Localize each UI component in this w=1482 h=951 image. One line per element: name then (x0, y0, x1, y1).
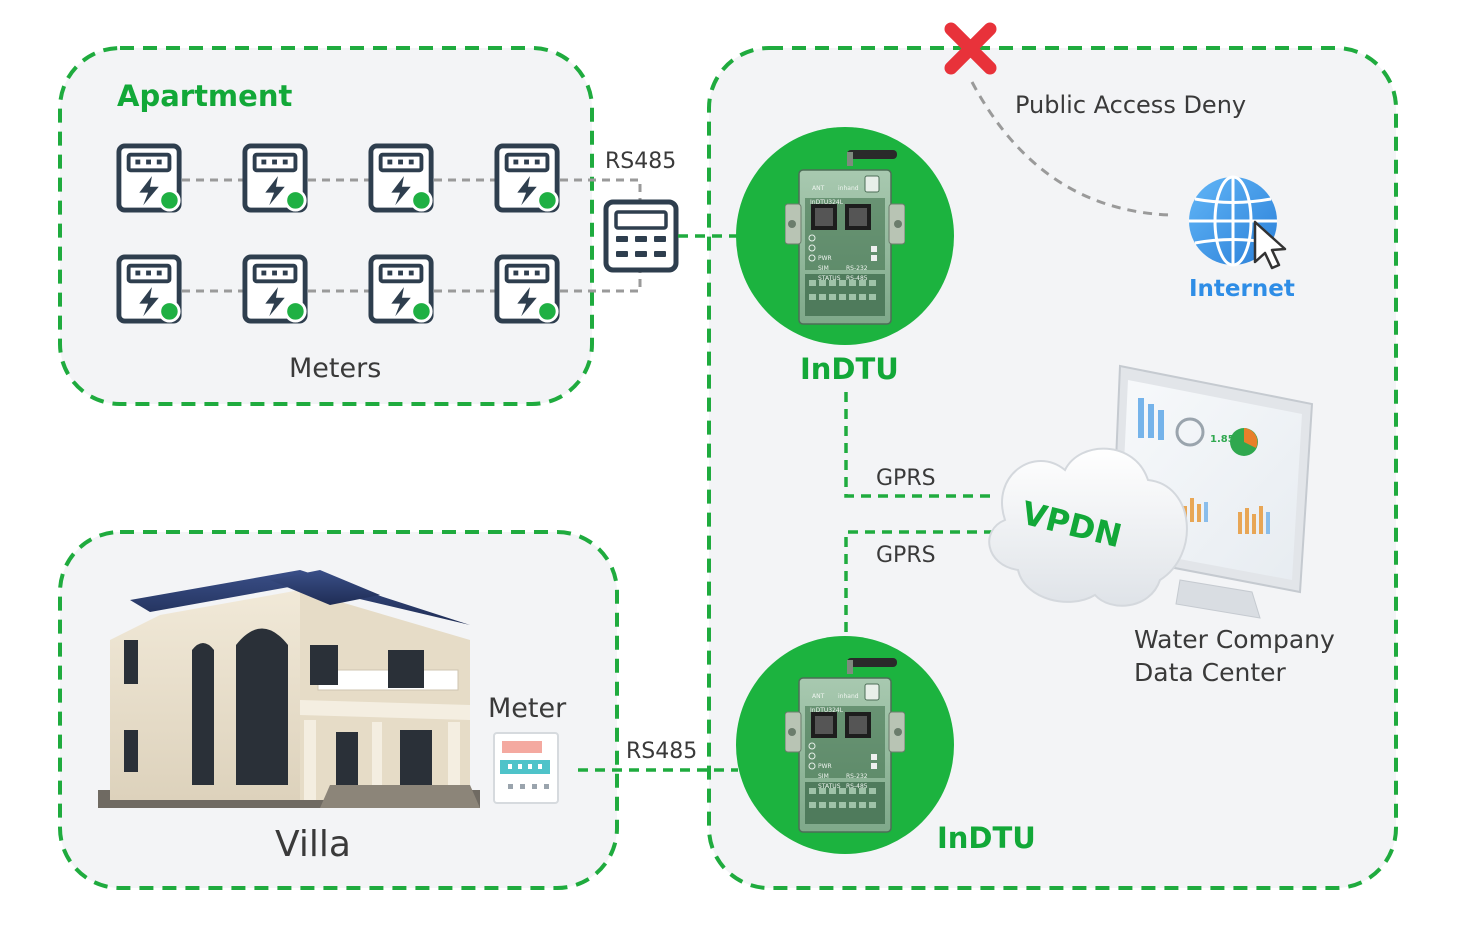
datacenter-line2: Data Center (1134, 658, 1287, 687)
datacenter-line1: Water Company (1134, 625, 1335, 654)
meter-chain (182, 178, 642, 293)
meter-icon (497, 257, 557, 321)
vpdn-cloud-icon (988, 447, 1188, 607)
gprs-top-label: GPRS (876, 466, 936, 491)
svg-text:STATUS: STATUS (818, 783, 841, 790)
public-access-path (970, 81, 1171, 217)
svg-text:inhand: inhand (838, 693, 859, 700)
villa-label: Villa (275, 824, 351, 865)
apartment-zone (58, 46, 594, 406)
svg-text:InDTU324L: InDTU324L (810, 199, 844, 206)
svg-text:RS-485: RS-485 (846, 783, 868, 790)
rs485-bottom-label: RS485 (626, 739, 697, 764)
svg-text:ANT: ANT (812, 693, 825, 700)
meter-icon (371, 146, 431, 210)
svg-text:1.85: 1.85 (1210, 434, 1235, 445)
svg-text:PWR: PWR (818, 763, 832, 770)
villa-meter-icon (493, 732, 559, 804)
villa-house-illustration (98, 570, 480, 808)
deny-x-icon (944, 22, 997, 75)
dtu-device-icon (785, 657, 905, 833)
gprs-bottom-label: GPRS (876, 543, 936, 568)
svg-text:InDTU324L: InDTU324L (810, 707, 844, 714)
dtu-top-label: InDTU (800, 352, 899, 386)
meter-icon (119, 257, 179, 321)
dtu-top (736, 127, 954, 345)
meter-icon (245, 146, 305, 210)
svg-text:STATUS: STATUS (818, 275, 841, 282)
cursor-icon (1253, 220, 1287, 270)
rs485-top-label: RS485 (605, 149, 676, 174)
meter-icon (497, 146, 557, 210)
dtu-bottom (736, 636, 954, 854)
apartment-title: Apartment (117, 79, 292, 113)
villa-meter-label: Meter (488, 693, 567, 724)
internet-label: Internet (1189, 276, 1295, 302)
meters-label: Meters (289, 353, 381, 384)
internet-globe-icon (1189, 175, 1287, 270)
svg-text:inhand: inhand (838, 185, 859, 192)
dtu-top-panel-labels: ANT InDTU324L PWR SIM STATUS RS-232 RS-4… (810, 185, 868, 282)
dtu-bottom-panel-labels: ANT InDTU324L PWR SIM STATUS RS-232 RS-4… (810, 693, 868, 790)
public-access-deny-label: Public Access Deny (1015, 91, 1246, 119)
svg-text:ANT: ANT (812, 185, 825, 192)
meter-icon (371, 257, 431, 321)
dtu-device-icon (785, 149, 905, 325)
svg-text:RS-485: RS-485 (846, 275, 868, 282)
svg-text:SIM: SIM (818, 265, 829, 272)
dtu-bottom-label: InDTU (937, 821, 1036, 855)
meter-icon (245, 257, 305, 321)
svg-text:RS-232: RS-232 (846, 265, 868, 272)
svg-text:SIM: SIM (818, 773, 829, 780)
svg-text:RS-232: RS-232 (846, 773, 868, 780)
green-links (578, 234, 995, 772)
concentrator-icon (603, 199, 679, 273)
meter-icon (119, 146, 179, 210)
svg-text:PWR: PWR (818, 255, 832, 262)
